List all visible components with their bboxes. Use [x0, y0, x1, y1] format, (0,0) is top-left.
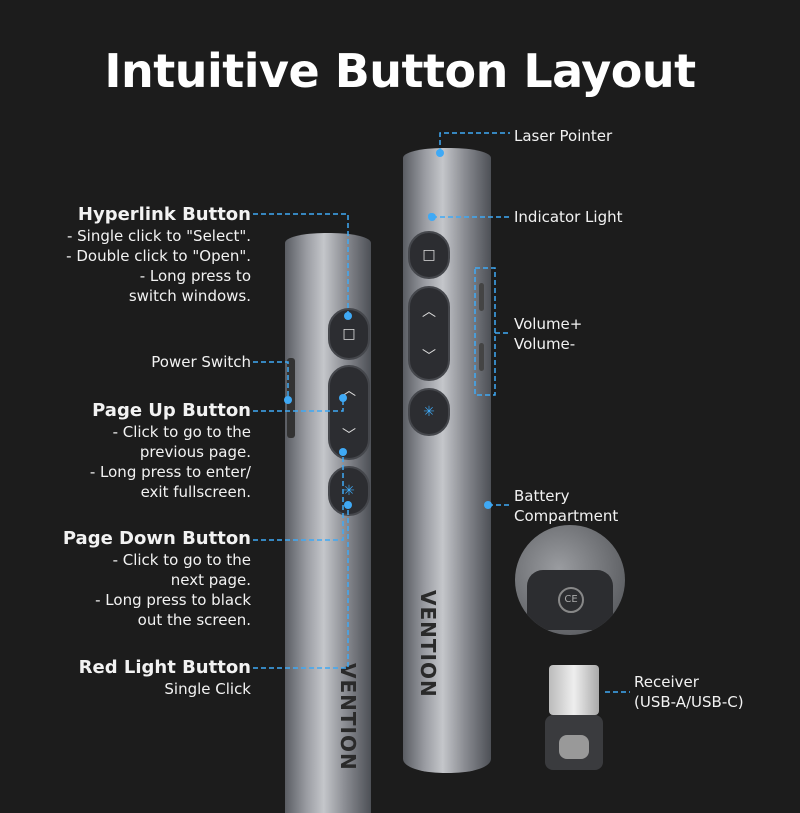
label-line: - Long press to enter/ — [89, 463, 251, 481]
page-down-label: Page Down Button - Click to go to the ne… — [63, 528, 251, 630]
hyperlink-button: □ — [408, 231, 450, 279]
chevron-up-icon: ︿ — [342, 382, 356, 399]
label-line: - Click to go to the — [112, 423, 251, 441]
label-line: next page. — [170, 571, 251, 589]
label-line: Single Click — [164, 680, 251, 698]
chevron-down-icon: ﹀ — [422, 349, 436, 366]
laser-star-icon: ✳ — [343, 483, 355, 499]
red-light-title: Red Light Button — [78, 657, 251, 678]
hyperlink-button: □ — [328, 308, 370, 360]
label-line: - Long press to — [139, 267, 251, 285]
volume-up-label: Volume+ — [514, 315, 583, 333]
label-line: Receiver — [634, 673, 699, 691]
chevron-up-icon: ︿ — [422, 303, 436, 320]
page-down-title: Page Down Button — [62, 528, 251, 549]
receiver-label: Receiver (USB-A/USB-C) — [634, 672, 744, 712]
volume-up-key — [479, 283, 484, 311]
chevron-down-icon: ﹀ — [342, 428, 356, 445]
laser-pointer-label: Laser Pointer — [514, 127, 613, 145]
hyperlink-title: Hyperlink Button — [77, 204, 251, 225]
label-line: - Long press to black — [95, 591, 251, 609]
red-light-button: ✳ — [408, 388, 450, 436]
square-icon: □ — [342, 326, 356, 342]
volume-label: Volume+ Volume- — [514, 314, 582, 354]
label-line: Battery — [514, 487, 570, 505]
label-line: previous page. — [139, 443, 251, 461]
page-up-title: Page Up Button — [92, 400, 251, 421]
power-switch-label: Power Switch — [151, 353, 251, 371]
battery-compartment-image: CE — [515, 525, 625, 635]
page-up-down-button: ︿﹀ — [408, 286, 450, 381]
laser-star-icon: ✳ — [423, 404, 435, 420]
label-line: (USB-A/USB-C) — [634, 693, 744, 711]
presenter-right-view: □ ︿﹀ ✳ VENTION — [403, 148, 491, 773]
label-line: - Click to go to the — [112, 551, 251, 569]
volume-down-key — [479, 343, 484, 371]
page-up-label: Page Up Button - Click to go to the prev… — [90, 400, 251, 502]
indicator-light-label: Indicator Light — [514, 208, 623, 226]
red-light-label: Red Light Button Single Click — [79, 657, 251, 699]
square-icon: □ — [422, 247, 436, 263]
label-line: out the screen. — [137, 611, 251, 629]
label-line: switch windows. — [128, 287, 251, 305]
page-up-down-button: ︿﹀ — [328, 365, 370, 460]
volume-down-label: Volume- — [514, 335, 576, 353]
usb-receiver-image — [545, 665, 603, 775]
label-line: Compartment — [514, 507, 619, 525]
presenter-left-view: □ ︿﹀ ✳ VENTION — [285, 233, 371, 813]
label-line: exit fullscreen. — [140, 483, 251, 501]
page-title: Intuitive Button Layout — [104, 44, 696, 98]
label-line: - Single click to "Select". — [66, 227, 251, 245]
label-line: - Double click to "Open". — [66, 247, 251, 265]
battery-label: Battery Compartment — [514, 486, 618, 526]
hyperlink-label: Hyperlink Button - Single click to "Sele… — [66, 204, 251, 306]
